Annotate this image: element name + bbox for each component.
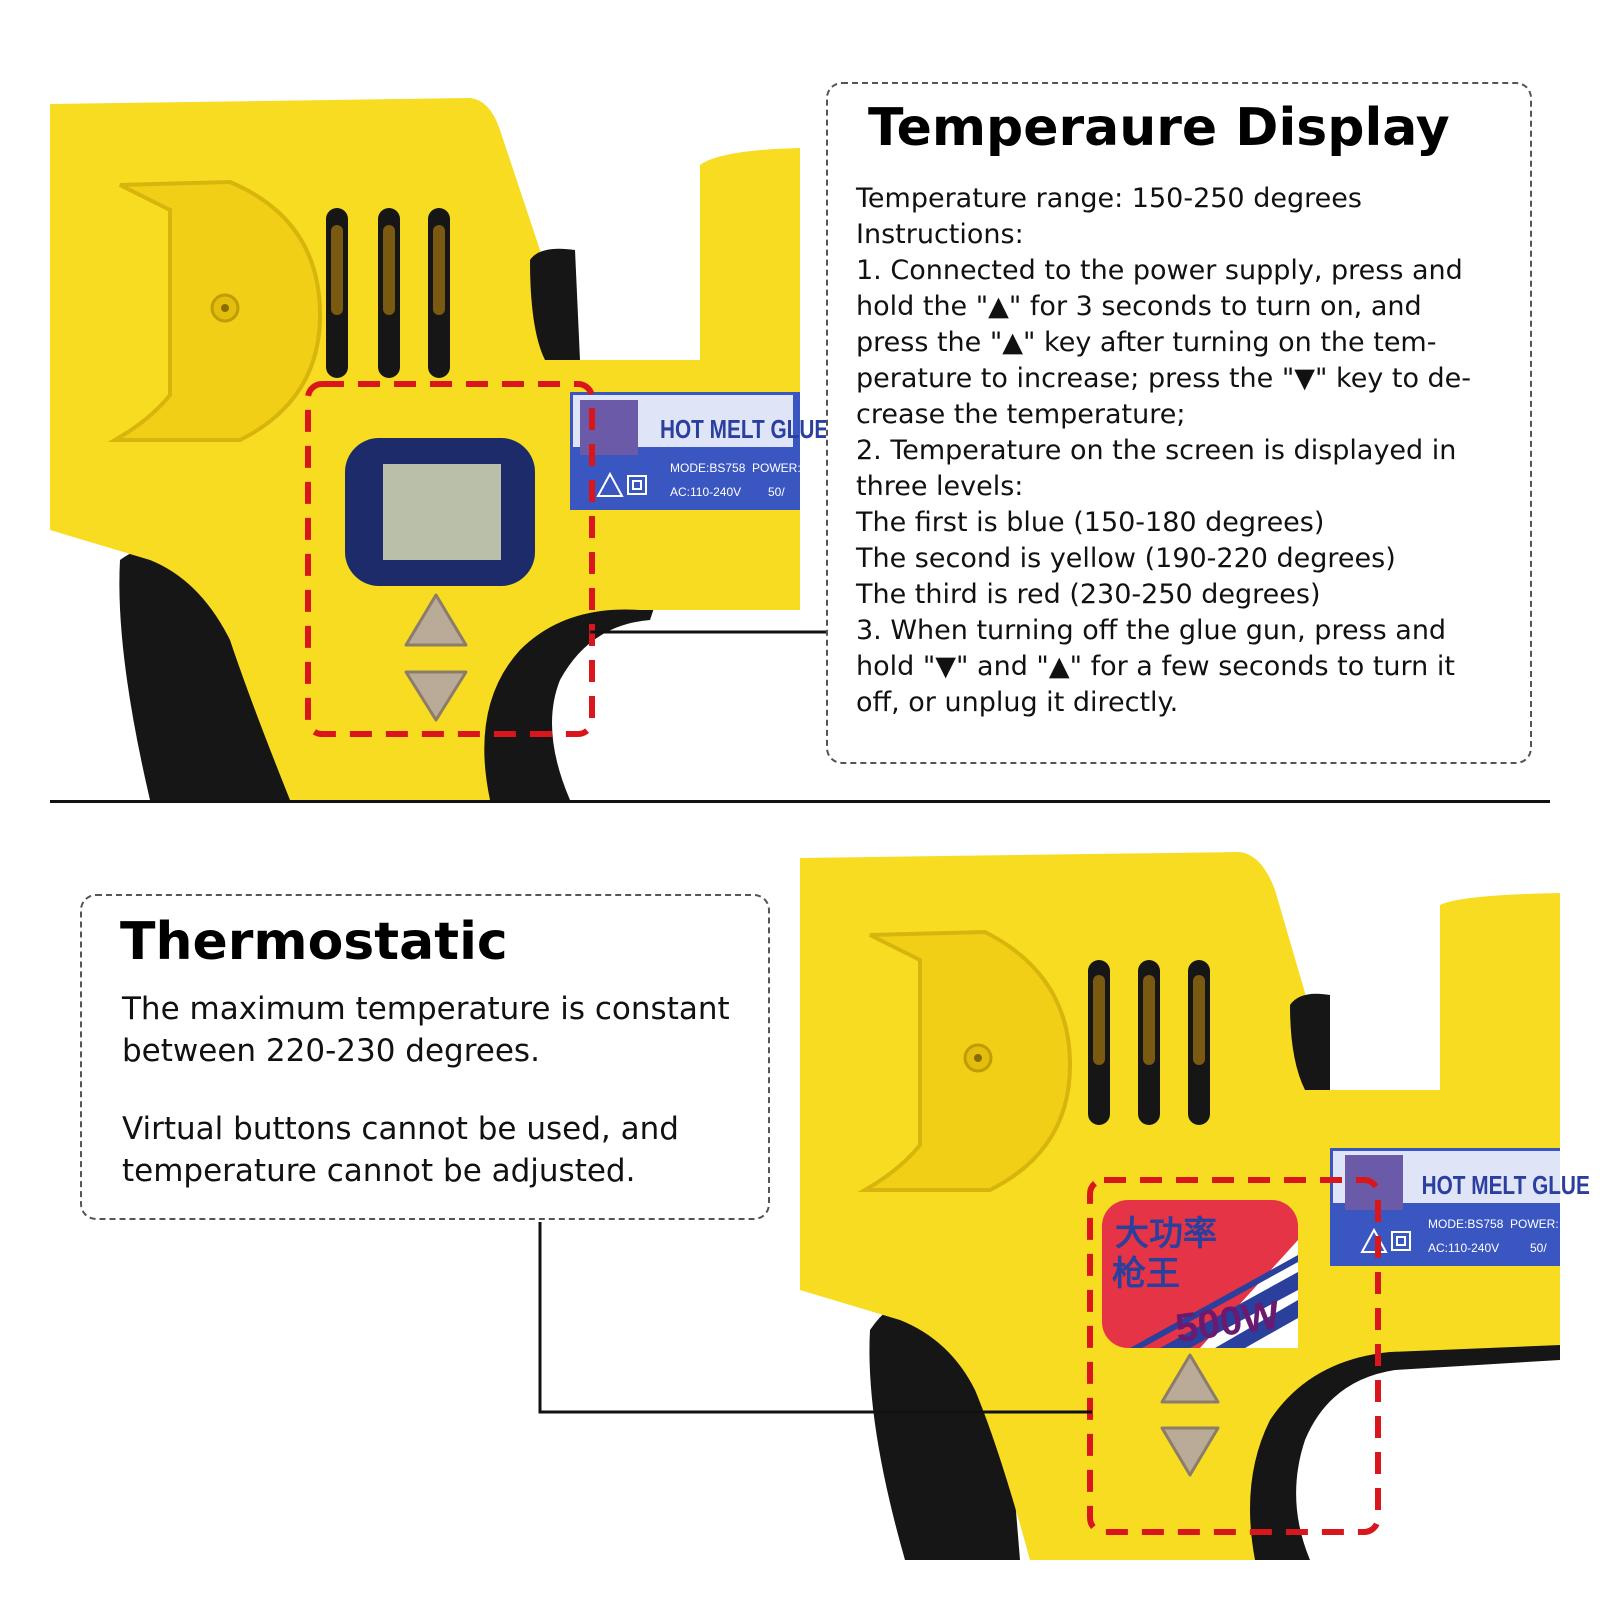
top-gun-trigger bbox=[468, 590, 660, 800]
body-line: The second is yellow (190-220 degrees) bbox=[856, 543, 1396, 574]
double-insulation-icon bbox=[627, 475, 647, 495]
bottom-label-power: POWER: bbox=[1510, 1217, 1559, 1231]
up-arrow-button-icon bbox=[404, 593, 468, 647]
double-insulation-icon bbox=[1391, 1231, 1411, 1251]
bottom-connector-line bbox=[538, 1222, 1092, 1414]
body-line: hold the "▲" for 3 seconds to turn on, a… bbox=[856, 291, 1422, 322]
body-line: perature to increase; press the "▼" key … bbox=[856, 363, 1472, 394]
lcd-screen bbox=[383, 464, 501, 560]
body-line: hold "▼" and "▲" for a few seconds to tu… bbox=[856, 651, 1455, 682]
badge-line-2: 枪王 bbox=[1112, 1254, 1180, 1294]
body-line: press the "▲" key after turning on the t… bbox=[856, 327, 1437, 358]
body-line: The first is blue (150-180 degrees) bbox=[856, 507, 1325, 538]
top-highlight-frame bbox=[305, 381, 595, 737]
bottom-product-label: HOT MELT GLUE MODE:BS758 POWER: AC:110-2… bbox=[1330, 1148, 1590, 1266]
temperature-display-box bbox=[826, 82, 1532, 764]
body-line: crease the temperature; bbox=[856, 399, 1186, 430]
bottom-highlight-frame bbox=[1087, 1177, 1381, 1535]
up-arrow-button-icon bbox=[1160, 1353, 1220, 1404]
top-product-label: HOT MELT GLUE MODE:BS758 POWER: AC:110-2… bbox=[570, 392, 828, 510]
top-label-model: MODE:BS758 bbox=[670, 461, 746, 475]
temperature-display-title: Temperaure Display bbox=[868, 98, 1450, 158]
bottom-label-voltage: AC:110-240V bbox=[1428, 1241, 1499, 1255]
top-gun-knob bbox=[530, 248, 580, 360]
thermostatic-line: Virtual buttons cannot be used, and bbox=[122, 1111, 679, 1147]
thermostatic-body: The maximum temperature is constant betw… bbox=[122, 988, 762, 1192]
thermostatic-line: temperature cannot be adjusted. bbox=[122, 1153, 636, 1189]
temperature-display-body: Temperature range: 150-250 degrees Instr… bbox=[856, 181, 1532, 721]
warning-icon bbox=[596, 471, 624, 497]
thermostatic-box bbox=[80, 894, 770, 1220]
badge-line-1: 大功率 bbox=[1115, 1214, 1217, 1254]
body-line: off, or unplug it directly. bbox=[856, 687, 1179, 718]
top-label-freq: 50/ bbox=[768, 485, 785, 499]
top-glue-gun-illustration: HOT MELT GLUE MODE:BS758 POWER: AC:110-2… bbox=[50, 98, 830, 800]
thermostatic-line: between 220-230 degrees. bbox=[122, 1033, 540, 1069]
power-badge: 大功率 枪王 500W bbox=[1102, 1200, 1298, 1351]
section-divider bbox=[50, 800, 1550, 803]
body-line: 3. When turning off the glue gun, press … bbox=[856, 615, 1447, 646]
body-line: 1. Connected to the power supply, press … bbox=[856, 255, 1463, 286]
body-line: 2. Temperature on the screen is displaye… bbox=[856, 435, 1457, 466]
bottom-label-freq: 50/ bbox=[1530, 1241, 1547, 1255]
top-label-power: POWER: bbox=[752, 461, 801, 475]
top-label-brand: HOT MELT GLUE bbox=[660, 415, 828, 444]
bottom-gun-knob bbox=[1290, 993, 1330, 1090]
body-line: three levels: bbox=[856, 471, 1024, 502]
body-line: The third is red (230-250 degrees) bbox=[856, 579, 1321, 610]
top-label-voltage: AC:110-240V bbox=[670, 485, 741, 499]
bottom-label-model: MODE:BS758 bbox=[1428, 1217, 1504, 1231]
bottom-label-brand: HOT MELT GLUE bbox=[1422, 1171, 1590, 1200]
thermostatic-line: The maximum temperature is constant bbox=[122, 991, 730, 1027]
thermostatic-title: Thermostatic bbox=[120, 912, 508, 972]
body-line: Instructions: bbox=[856, 219, 1024, 250]
down-arrow-button-icon bbox=[404, 670, 468, 722]
down-arrow-button-icon bbox=[1160, 1426, 1220, 1477]
body-line: Temperature range: 150-250 degrees bbox=[856, 183, 1362, 214]
bottom-gun-trigger bbox=[1213, 1330, 1560, 1560]
